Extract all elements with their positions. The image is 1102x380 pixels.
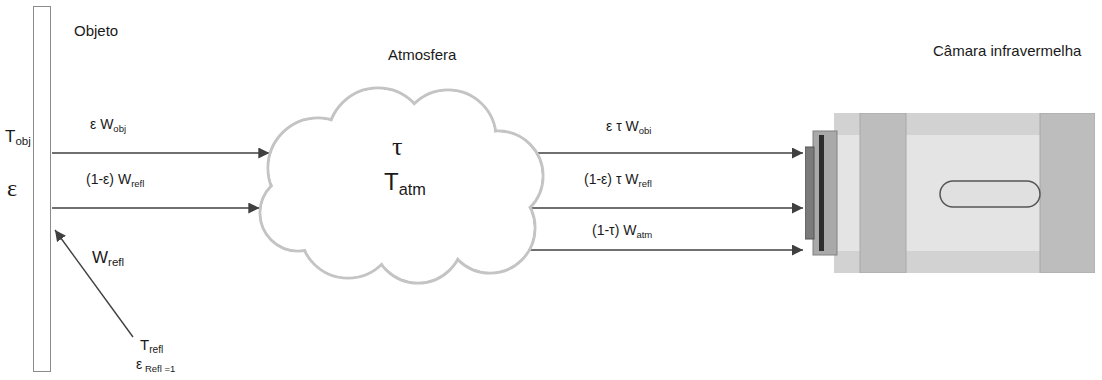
text-part: refl [131, 178, 144, 189]
object-heading: Objeto [74, 22, 118, 39]
text-part: Objeto [74, 22, 118, 39]
text-part: τ [392, 132, 402, 161]
cloud-fill [262, 177, 335, 250]
text-part: W [92, 248, 108, 267]
text-part: W [100, 116, 113, 132]
camera-heading: Câmara infravermelha [933, 42, 1081, 59]
text-part: Atmosfera [388, 46, 456, 63]
edge-label: (1-ε) Wrefl [86, 171, 144, 190]
text-part: obi [639, 125, 652, 136]
text-part: refl [108, 256, 124, 268]
camera-grip-left [860, 113, 906, 273]
text-part: (1-ε) τ [584, 171, 625, 187]
reflected-radiation-arrow [55, 230, 133, 337]
text-part: ε [136, 356, 142, 372]
text-part: W [626, 118, 639, 134]
text-part: refl [639, 178, 652, 189]
atmosphere-temperature: Tatm [384, 168, 426, 199]
radiation-arrow [52, 207, 259, 208]
atmosphere-cloud: AtmosferaτTatm [258, 88, 548, 288]
text-part: ε τ [606, 118, 626, 134]
text-part: T [140, 336, 149, 353]
atmosphere-heading: Atmosfera [388, 46, 456, 63]
emissivity-symbol: ε [7, 175, 17, 203]
infrared-camera: Câmara infravermelha [805, 113, 1095, 273]
radiation-arrow [529, 207, 803, 208]
reflected-temperature: Trefl [140, 336, 163, 356]
text-part: obj [15, 135, 30, 147]
object-temperature: Tobj [5, 127, 31, 149]
text-part: ε [90, 116, 100, 132]
camera-lens-groove [819, 135, 824, 251]
object-bar: ObjetoTobjε [33, 6, 51, 372]
text-part: T [384, 168, 399, 195]
camera-lens-ring [813, 131, 837, 255]
camera-illustration [805, 113, 1095, 273]
edge-label: (1-ε) τ Wrefl [584, 171, 652, 190]
text-part: T [5, 127, 15, 146]
text-part: Câmara infravermelha [933, 42, 1081, 59]
camera-grip-right [1040, 113, 1095, 273]
cloud-fill [335, 120, 472, 257]
radiation-arrow [52, 152, 269, 153]
radiation-arrow [536, 152, 803, 153]
reflected-radiation-label: Wrefl [92, 248, 124, 270]
text-part: W [623, 222, 636, 238]
text-part: Refl =1 [142, 363, 175, 374]
text-part: W [625, 171, 638, 187]
camera-body [835, 113, 1095, 273]
edge-label: (1-τ) Watm [592, 222, 652, 241]
text-part: atm [636, 229, 652, 240]
transmittance-symbol: τ [392, 132, 402, 162]
text-part: ε [7, 175, 17, 201]
text-part: obj [113, 123, 126, 134]
text-part: (1-ε) [86, 171, 118, 187]
text-part: refl [149, 344, 163, 355]
reflected-emissivity: ε Refl =1 [136, 356, 175, 375]
camera-slot [940, 181, 1040, 207]
radiation-arrow [528, 249, 803, 250]
text-part: W [118, 171, 131, 187]
camera-lens-front [805, 147, 814, 239]
edge-label: ε τ Wobi [606, 118, 651, 137]
text-part: (1-τ) [592, 222, 623, 238]
edge-label: ε Wobj [90, 116, 126, 135]
text-part: atm [399, 180, 426, 198]
